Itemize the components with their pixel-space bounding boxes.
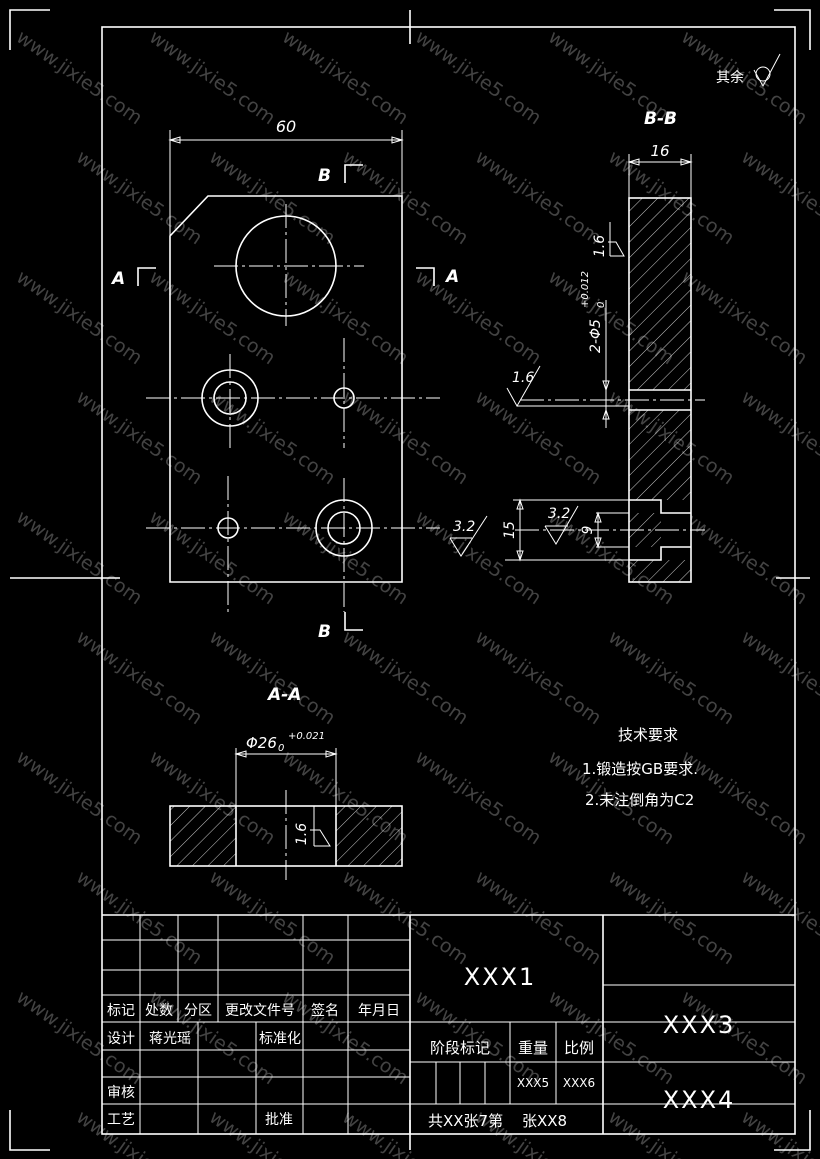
watermark-text: www.jixie5.com (471, 386, 605, 489)
tb-weight-label: 重量 (518, 1039, 548, 1057)
watermark-text: www.jixie5.com (12, 26, 146, 129)
bb-hole-tol-upper: +0.012 (580, 271, 591, 308)
roughness-rest-label: 其余 (716, 69, 744, 86)
bb-hole-spec: 2-Φ5 (588, 319, 604, 353)
tech-req-line2: 2.未注倒角为C2 (585, 791, 694, 809)
tb-header-count: 处数 (145, 1003, 173, 1019)
watermark-text: www.jixie5.com (278, 266, 412, 369)
tb-header-docno: 更改文件号 (225, 1003, 295, 1019)
tb-header-mark: 标记 (107, 1003, 135, 1019)
tb-sheet-count: 共XX张7第 (428, 1112, 503, 1130)
section-view-bb: B-B 16 1.6 2-Φ5 +0.012 0 1.6 3.2 3.2 (449, 109, 705, 583)
watermark-text: www.jixie5.com (12, 506, 146, 609)
bb-dim-9: 9 (580, 525, 596, 534)
section-b-label-top: B (318, 166, 331, 186)
technical-requirements: 技术要求 1.锻造按GB要求. 2.未注倒角为C2 (582, 726, 698, 809)
watermark-text: www.jixie5.com (278, 506, 412, 609)
watermark-text: www.jixie5.com (338, 386, 472, 489)
watermark-text: www.jixie5.com (677, 26, 811, 129)
bb-roughness-mid: 1.6 (512, 370, 534, 386)
watermark-text: www.jixie5.com (411, 986, 545, 1089)
watermark-text: www.jixie5.com (205, 386, 339, 489)
watermark-text: www.jixie5.com (72, 386, 206, 489)
watermark-text: www.jixie5.com (737, 146, 820, 249)
watermark-text: www.jixie5.com (205, 866, 339, 969)
watermark-text: www.jixie5.com (604, 866, 738, 969)
tb-stage-label: 阶段标记 (430, 1039, 490, 1057)
view-bb-title: B-B (644, 109, 677, 129)
view-aa-title: A-A (266, 685, 301, 705)
watermark-text: www.jixie5.com (737, 1106, 820, 1159)
tb-part-name: XXX1 (464, 963, 537, 991)
watermark-text: www.jixie5.com (72, 146, 206, 249)
aa-dia-tol-lower: 0 (278, 743, 284, 754)
watermark-text: www.jixie5.com (145, 26, 279, 129)
tb-header-date: 年月日 (358, 1003, 400, 1019)
bb-roughness-right: 3.2 (548, 506, 570, 522)
tech-req-line1: 1.锻造按GB要求. (582, 760, 698, 778)
aa-roughness: 1.6 (294, 823, 310, 845)
bb-roughness-left: 3.2 (453, 519, 475, 535)
front-width-dimension: 60 (276, 117, 296, 136)
watermark-text: www.jixie5.com (411, 26, 545, 129)
section-a-label-right: A (444, 267, 459, 287)
watermark-text: www.jixie5.com (338, 146, 472, 249)
watermark-text: www.jixie5.com (737, 626, 820, 729)
watermark-text: www.jixie5.com (72, 866, 206, 969)
bb-hole-tol-lower: 0 (596, 302, 607, 308)
bb-roughness-top: 1.6 (592, 235, 608, 257)
tb-standardize-label: 标准化 (259, 1031, 301, 1047)
bb-width-dimension: 16 (650, 142, 669, 160)
watermark-text: www.jixie5.com (737, 386, 820, 489)
title-block: 标记 处数 分区 更改文件号 签名 年月日 设计 蒋光瑶 标准化 审核 工艺 批… (102, 914, 795, 1134)
tb-designer-name: 蒋光瑶 (149, 1031, 191, 1047)
watermark-text: www.jixie5.com (604, 1106, 738, 1159)
tb-weight-value: XXX5 (517, 1076, 549, 1090)
section-b-label-bottom: B (318, 622, 331, 642)
tb-scale-value: XXX6 (563, 1076, 595, 1090)
tb-material: XXX4 (663, 1086, 736, 1114)
tb-approve-label: 批准 (265, 1112, 293, 1128)
watermark-text: www.jixie5.com (145, 506, 279, 609)
watermark-text: www.jixie5.com (338, 866, 472, 969)
section-view-aa: A-A Φ26 +0.021 0 1.6 (169, 685, 403, 880)
tb-sheet-of: 张XX8 (522, 1112, 567, 1130)
section-a-label-left: A (110, 269, 125, 289)
tb-scale-label: 比例 (564, 1039, 594, 1057)
watermark-text: www.jixie5.com (411, 506, 545, 609)
watermark-text: www.jixie5.com (12, 266, 146, 369)
watermark-text: www.jixie5.com (72, 1106, 206, 1159)
watermark-text: www.jixie5.com (737, 866, 820, 969)
tb-design-label: 设计 (107, 1031, 135, 1047)
front-view: 60 B B A A (110, 117, 459, 642)
watermark-text: www.jixie5.com (471, 626, 605, 729)
aa-diameter: Φ26 (246, 734, 277, 752)
tech-req-title: 技术要求 (618, 726, 678, 744)
watermark-text: www.jixie5.com (12, 746, 146, 849)
watermark-text: www.jixie5.com (411, 266, 545, 369)
watermark-text: www.jixie5.com (604, 626, 738, 729)
general-roughness-note: 其余 (716, 53, 781, 88)
watermark-text: www.jixie5.com (72, 626, 206, 729)
watermark-layer: www.jixie5.comwww.jixie5.comwww.jixie5.c… (12, 26, 820, 1159)
watermark-text: www.jixie5.com (338, 626, 472, 729)
watermark-text: www.jixie5.com (278, 26, 412, 129)
watermark-text: www.jixie5.com (471, 866, 605, 969)
aa-dia-tol-upper: +0.021 (288, 731, 325, 742)
watermark-text: www.jixie5.com (205, 146, 339, 249)
tb-drawing-number: XXX3 (663, 1011, 736, 1039)
watermark-text: www.jixie5.com (677, 266, 811, 369)
watermark-text: www.jixie5.com (544, 986, 678, 1089)
watermark-text: www.jixie5.com (677, 506, 811, 609)
tb-header-sign: 签名 (311, 1002, 339, 1019)
watermark-text: www.jixie5.com (145, 266, 279, 369)
tb-process-label: 工艺 (107, 1112, 135, 1128)
tb-review-label: 审核 (107, 1085, 135, 1101)
watermark-text: www.jixie5.com (471, 146, 605, 249)
bb-dim-15: 15 (502, 521, 518, 539)
watermark-text: www.jixie5.com (411, 746, 545, 849)
tb-header-zone: 分区 (184, 1003, 212, 1019)
